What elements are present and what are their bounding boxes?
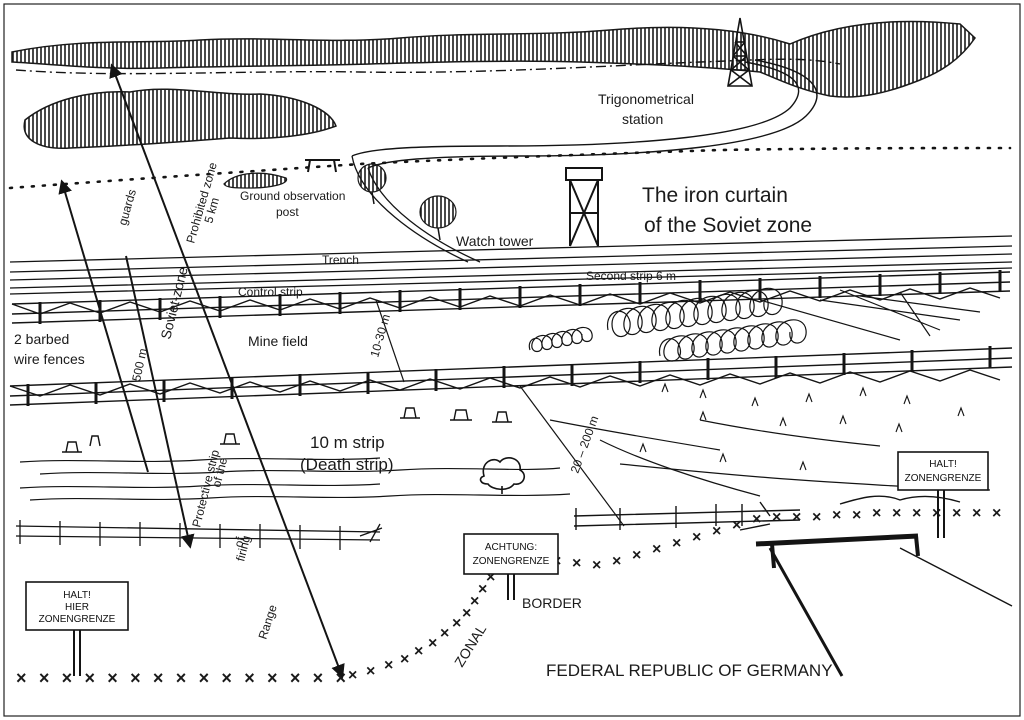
sign-right-line-2: ZONENGRENZE — [905, 473, 982, 484]
grass-tufts — [639, 382, 965, 471]
svg-text:×: × — [912, 505, 921, 522]
svg-text:×: × — [592, 557, 601, 574]
svg-text:×: × — [632, 547, 641, 564]
svg-text:×: × — [348, 667, 357, 684]
trigonometrical-station — [727, 17, 753, 87]
svg-text:×: × — [366, 663, 375, 680]
ground-post-label-2: post — [276, 205, 299, 219]
barrier-gate — [755, 533, 1013, 677]
svg-text:×: × — [772, 509, 781, 526]
svg-text:×: × — [612, 553, 621, 570]
wire-entanglement — [528, 287, 981, 362]
trig-station-label-2: station — [622, 111, 663, 127]
sign-middle-line-1: ACHTUNG: — [485, 542, 537, 553]
svg-text:×: × — [732, 517, 741, 534]
barbed-fences-label-2: wire fences — [13, 351, 85, 367]
sign-right-line-1: HALT! — [929, 459, 957, 470]
tree-1 — [357, 163, 387, 205]
border-label: BORDER — [522, 595, 582, 611]
prohibited-zone-label-2: 5 km — [201, 196, 222, 225]
sign-left-line-1: HALT! — [63, 590, 91, 601]
frg-label: FEDERAL REPUBLIC OF GERMANY — [546, 661, 833, 680]
svg-text:×: × — [462, 605, 471, 622]
bush — [479, 457, 526, 494]
svg-text:×: × — [486, 569, 495, 586]
svg-text:×: × — [384, 657, 393, 674]
ground-post-label-1: Ground observation — [240, 189, 345, 203]
bottom-fence-right — [573, 495, 961, 530]
second-strip-label: Second strip 6 m — [586, 269, 676, 283]
dotted-patrol-line — [8, 146, 1012, 190]
firing-label: firing — [233, 534, 253, 563]
svg-text:×: × — [692, 529, 701, 546]
svg-text:×: × — [752, 511, 761, 528]
svg-text:×: × — [478, 581, 487, 598]
sign-left-line-3: ZONENGRENZE — [39, 614, 116, 625]
svg-text:×: × — [932, 505, 941, 522]
sign-left-line-2: HIER — [65, 602, 89, 613]
range-arrow — [109, 63, 345, 679]
gate-edge — [739, 523, 771, 531]
trig-station-label-1: Trigonometrical — [598, 91, 694, 107]
road-edge — [367, 59, 818, 169]
20-200m-line — [519, 385, 625, 527]
svg-text:×: × — [892, 505, 901, 522]
svg-text:×: × — [872, 505, 881, 522]
iron-curtain-title-2: of the Soviet zone — [644, 214, 812, 237]
mine-field-label: Mine field — [248, 333, 308, 349]
svg-text:×: × — [414, 643, 423, 660]
tree-2 — [419, 195, 457, 241]
svg-text:×: × — [652, 541, 661, 558]
svg-text:×: × — [952, 505, 961, 522]
dist-500-label: 500 m — [129, 347, 150, 383]
path-to-trench — [351, 155, 469, 263]
500m-arrow — [58, 179, 149, 473]
svg-text:×: × — [400, 651, 409, 668]
svg-text:×: × — [440, 625, 449, 642]
death-strip-label-1: 10 m strip — [310, 433, 385, 452]
svg-text:×: × — [452, 615, 461, 632]
svg-text:×: × — [972, 505, 981, 522]
sign-halt-zonengrenze: HALT! ZONENGRENZE — [897, 451, 989, 538]
far-hills — [11, 20, 976, 98]
svg-text:×: × — [470, 593, 479, 610]
10-30m-line — [375, 299, 405, 383]
svg-text:×: × — [792, 509, 801, 526]
iron-curtain-title-1: The iron curtain — [642, 184, 788, 207]
svg-text:×: × — [672, 535, 681, 552]
control-strip-label: Control strip — [238, 285, 303, 299]
measurement-arrows — [58, 63, 625, 679]
svg-text:×: × — [852, 507, 861, 524]
sign-achtung-zonengrenze: ACHTUNG: ZONENGRENZE — [463, 533, 559, 600]
death-strip-label-2: (Death strip) — [300, 455, 394, 474]
svg-text:×: × — [428, 635, 437, 652]
svg-text:×: × — [712, 523, 721, 540]
svg-text:×: × — [572, 555, 581, 572]
watch-tower-label: Watch tower — [456, 233, 534, 249]
sign-middle-line-2: ZONENGRENZE — [473, 556, 550, 567]
svg-text:×: × — [812, 509, 821, 526]
watch-tower — [565, 167, 603, 247]
svg-text:×: × — [992, 505, 1001, 522]
of-label: of — [231, 535, 247, 549]
sign-halt-hier-zonengrenze: HALT! HIER ZONENGRENZE — [25, 581, 129, 676]
road — [351, 61, 800, 157]
border-crosses-bottom: ××××××××××××××× — [16, 668, 346, 688]
barbed-fences-label-1: 2 barbed — [14, 331, 69, 347]
svg-text:×: × — [832, 507, 841, 524]
soviet-zone-arrow — [125, 255, 195, 549]
trench-label: Trench — [322, 253, 359, 267]
